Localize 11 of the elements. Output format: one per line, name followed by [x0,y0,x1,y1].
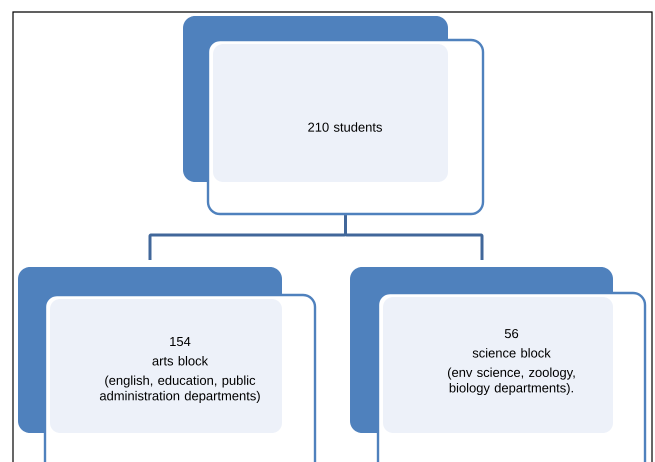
card [206,38,484,216]
node-text: 210 students [308,122,382,132]
node-text: (env science, zoology, biology departments). [448,368,575,396]
node-text: science block [472,348,551,358]
connector [344,215,484,260]
card [376,292,646,462]
node-text: (english, education, public administration departments) [100,375,260,403]
card [44,294,316,462]
node-text: 56 [504,328,518,338]
node-text: 154 [170,337,190,346]
node-text: arts block [152,356,208,366]
